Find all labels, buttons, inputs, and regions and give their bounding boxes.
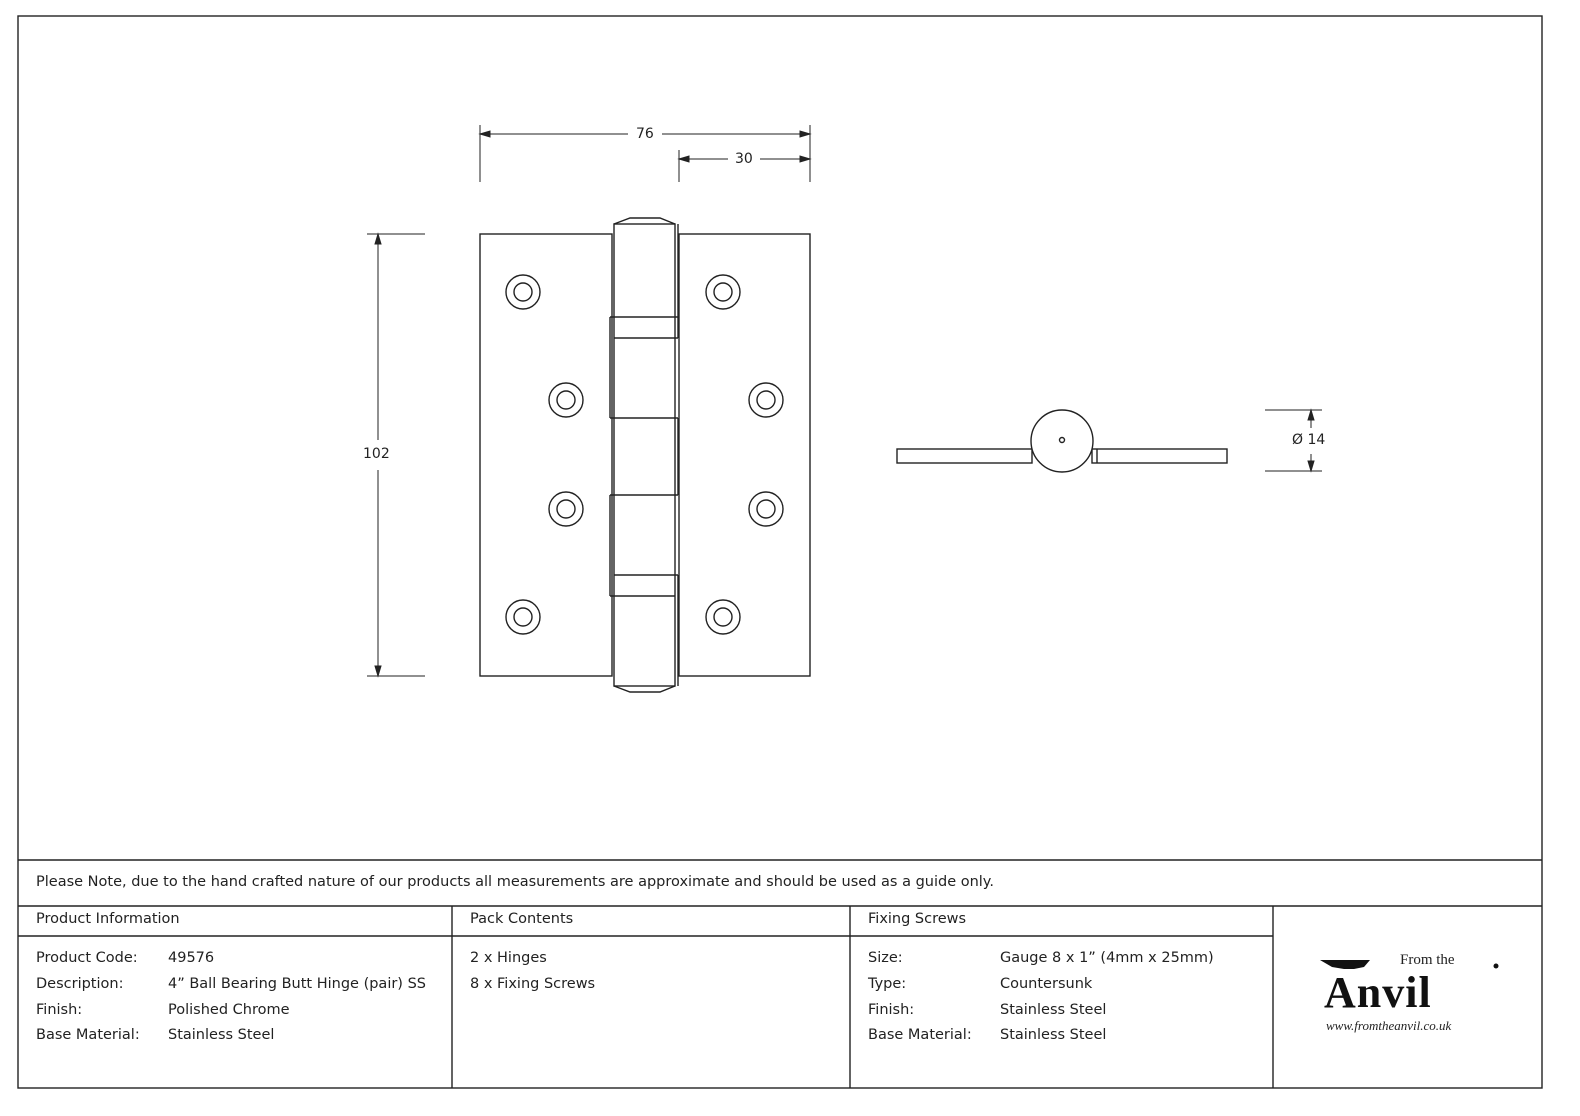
description-label: Description:	[36, 976, 124, 992]
finial-bottom	[613, 685, 676, 693]
hinge-side-view	[896, 409, 1228, 473]
logo-tagline: From the	[1400, 952, 1455, 968]
screw-size-value: Gauge 8 x 1” (4mm x 25mm)	[1000, 950, 1214, 966]
screw-hole	[513, 607, 533, 627]
screw-finish-value: Stainless Steel	[1000, 1002, 1107, 1018]
product-code-label: Product Code:	[36, 950, 138, 966]
screw-hole	[548, 382, 584, 418]
screw-hole	[513, 282, 533, 302]
right-leaf	[678, 233, 811, 677]
dimension-diameter-label: Ø 14	[1292, 432, 1326, 448]
finish-value: Polished Chrome	[168, 1002, 290, 1018]
screw-hole	[556, 499, 576, 519]
screw-hole	[505, 599, 541, 635]
base-material-label: Base Material:	[36, 1027, 140, 1043]
pin-center	[1058, 436, 1066, 444]
screw-hole	[548, 491, 584, 527]
screw-holes	[505, 274, 784, 635]
left-leaf	[479, 233, 613, 677]
screw-hole	[705, 599, 741, 635]
fixing-screws-heading: Fixing Screws	[868, 911, 967, 927]
screw-hole	[756, 390, 776, 410]
screw-hole	[756, 499, 776, 519]
from-the-anvil-logo: From the Anvil www.fromtheanvil.co.uk	[1318, 952, 1518, 1038]
knuckle-section	[1030, 409, 1094, 473]
outer-frame	[17, 15, 1543, 1089]
logo-url: www.fromtheanvil.co.uk	[1326, 1018, 1452, 1033]
left-leaf-edge	[896, 448, 1033, 464]
base-material-value: Stainless Steel	[168, 1027, 275, 1043]
pack-contents-heading: Pack Contents	[470, 911, 574, 927]
hinge-front-view	[479, 217, 811, 693]
pack-item: 8 x Fixing Screws	[470, 976, 596, 992]
logo-wordmark: Anvil	[1324, 968, 1432, 1017]
screw-hole	[748, 382, 784, 418]
knuckle-joints	[609, 224, 679, 686]
screw-material-label: Base Material:	[868, 1027, 972, 1043]
anvil-icon	[1320, 960, 1499, 969]
finish-label: Finish:	[36, 1002, 83, 1018]
screw-hole	[705, 274, 741, 310]
screw-finish-label: Finish:	[868, 1002, 915, 1018]
dimension-height-label: 102	[363, 446, 390, 462]
finial-top	[613, 217, 676, 225]
description-value: 4” Ball Bearing Butt Hinge (pair) SS	[168, 976, 426, 992]
screw-hole	[713, 607, 733, 627]
screw-type-label: Type:	[868, 976, 907, 992]
screw-hole	[713, 282, 733, 302]
product-information-heading: Product Information	[36, 911, 180, 927]
measurement-note: Please Note, due to the hand crafted nat…	[36, 874, 994, 890]
screw-hole	[556, 390, 576, 410]
dimension-offset-label: 30	[735, 151, 753, 167]
screw-material-value: Stainless Steel	[1000, 1027, 1107, 1043]
screw-hole	[505, 274, 541, 310]
product-code-value: 49576	[168, 950, 215, 966]
dimension-lines	[367, 125, 1322, 678]
right-leaf-edge	[1091, 448, 1228, 464]
dimension-width-label: 76	[636, 126, 654, 142]
screw-hole	[748, 491, 784, 527]
screw-type-value: Countersunk	[1000, 976, 1093, 992]
pack-item: 2 x Hinges	[470, 950, 547, 966]
screw-size-label: Size:	[868, 950, 903, 966]
knuckle-barrel	[613, 223, 676, 687]
